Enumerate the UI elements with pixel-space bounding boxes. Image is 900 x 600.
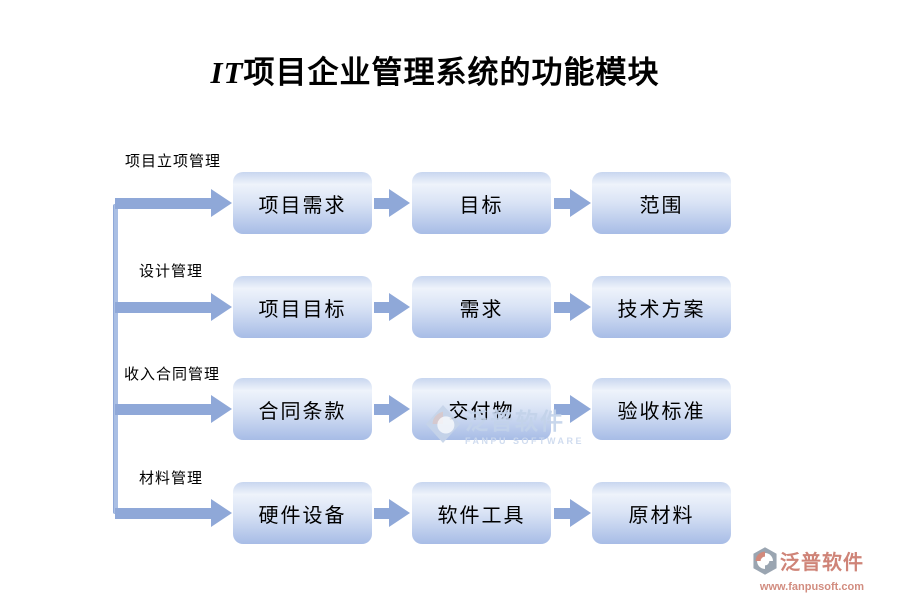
module-box: 项目需求 bbox=[233, 172, 372, 234]
module-box: 原材料 bbox=[592, 482, 731, 544]
row-label-income-contract: 收入合同管理 bbox=[124, 367, 221, 383]
module-box: 交付物 bbox=[412, 378, 551, 440]
connector-arrow-icon bbox=[554, 189, 591, 217]
module-box: 硬件设备 bbox=[233, 482, 372, 544]
connector-arrow-icon bbox=[374, 499, 410, 527]
module-box: 验收标准 bbox=[592, 378, 731, 440]
arrow-shaft bbox=[374, 403, 389, 415]
arrow-shaft bbox=[554, 507, 570, 519]
arrow-head bbox=[570, 189, 591, 217]
title-prefix: IT bbox=[210, 55, 244, 90]
connector-arrow-icon bbox=[374, 395, 410, 423]
arrow-shaft bbox=[374, 197, 389, 209]
title-text: 项目企业管理系统的功能模块 bbox=[243, 55, 660, 90]
row-label-design: 设计管理 bbox=[139, 264, 204, 280]
arrow-head bbox=[389, 499, 410, 527]
module-box: 需求 bbox=[412, 276, 551, 338]
module-box: 技术方案 bbox=[592, 276, 731, 338]
fanpu-logo: 泛普软件 www.fanpusoft.com bbox=[752, 546, 864, 593]
arrow-shaft bbox=[115, 403, 211, 415]
module-box: 软件工具 bbox=[412, 482, 551, 544]
connector-arrow-icon bbox=[374, 189, 410, 217]
arrow-shaft bbox=[554, 403, 570, 415]
flow-trunk-line bbox=[113, 204, 118, 514]
arrow-shaft bbox=[554, 197, 570, 209]
arrow-head bbox=[211, 293, 232, 321]
row-label-material: 材料管理 bbox=[139, 471, 204, 487]
connector-arrow-icon bbox=[554, 293, 591, 321]
fanpu-logo-icon bbox=[752, 546, 778, 580]
connector-arrow-icon bbox=[374, 293, 410, 321]
module-box: 合同条款 bbox=[233, 378, 372, 440]
flow-arrow-icon bbox=[115, 395, 232, 423]
arrow-shaft bbox=[374, 507, 389, 519]
page-title: IT项目企业管理系统的功能模块 bbox=[0, 47, 870, 92]
fanpu-logo-url: www.fanpusoft.com bbox=[759, 581, 864, 593]
arrow-shaft bbox=[115, 197, 211, 209]
flow-arrow-icon bbox=[115, 499, 232, 527]
fanpu-logo-name: 泛普软件 bbox=[780, 552, 864, 574]
flow-arrow-icon bbox=[115, 293, 232, 321]
arrow-shaft bbox=[115, 301, 211, 313]
row-label-project-initiation: 项目立项管理 bbox=[125, 154, 222, 170]
arrow-shaft bbox=[115, 507, 211, 519]
arrow-head bbox=[389, 395, 410, 423]
fanpu-logo-top: 泛普软件 bbox=[752, 546, 864, 580]
connector-arrow-icon bbox=[554, 395, 591, 423]
flow-arrow-icon bbox=[115, 189, 232, 217]
connector-arrow-icon bbox=[554, 499, 591, 527]
arrow-head bbox=[389, 189, 410, 217]
arrow-head bbox=[570, 395, 591, 423]
module-box: 目标 bbox=[412, 172, 551, 234]
arrow-head bbox=[211, 499, 232, 527]
arrow-shaft bbox=[374, 301, 389, 313]
arrow-head bbox=[211, 189, 232, 217]
arrow-shaft bbox=[554, 301, 570, 313]
arrow-head bbox=[389, 293, 410, 321]
arrow-head bbox=[570, 499, 591, 527]
module-box: 项目目标 bbox=[233, 276, 372, 338]
module-box: 范围 bbox=[592, 172, 731, 234]
arrow-head bbox=[570, 293, 591, 321]
arrow-head bbox=[211, 395, 232, 423]
